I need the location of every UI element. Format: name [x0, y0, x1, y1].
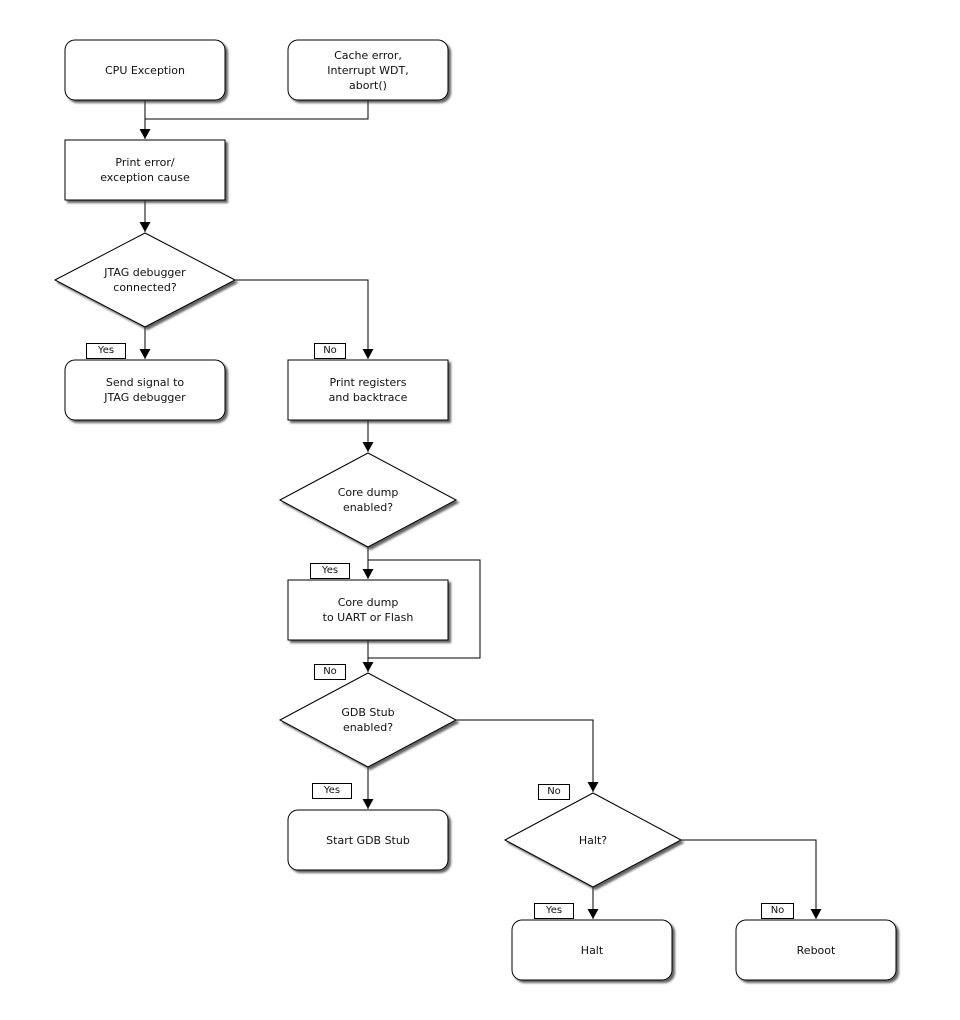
edge-label-gdb-stub-no: No: [538, 784, 570, 800]
node-cache-error-shape: [287, 39, 449, 101]
node-print-registers-shape: [287, 359, 449, 421]
edge-coredump-no-bypass: [368, 559, 481, 659]
node-core-dump-shape: [287, 579, 449, 641]
edge-gdb-no-to-halt-diamond: [456, 719, 599, 792]
edge-label-core-dump-yes: Yes: [310, 563, 350, 579]
edge-jtag-no-to-print-registers: [235, 279, 374, 359]
edge-label-jtag-no: No: [314, 343, 346, 359]
node-core-dump-enabled-diamond: [278, 452, 458, 548]
node-jtag-connected-diamond: [53, 232, 237, 328]
edge-label-halt-no: No: [761, 903, 794, 919]
edges: [139, 100, 822, 919]
node-reboot-shape: [735, 919, 897, 981]
edge-label-core-dump-no: No: [314, 664, 346, 680]
edge-label-jtag-yes: Yes: [86, 343, 126, 359]
edge-halt-no-to-reboot-box: [681, 839, 822, 919]
node-cpu-exception-shape: [64, 39, 226, 101]
edge-label-gdb-stub-yes: Yes: [312, 783, 352, 799]
edge-cache-error-to-junction: [145, 100, 369, 120]
node-halt-question-diamond: [503, 792, 683, 888]
node-send-signal-shape: [64, 359, 226, 421]
node-shapes: [53, 39, 897, 981]
edge-label-halt-yes: Yes: [534, 903, 574, 919]
node-gdb-stub-enabled-diamond: [278, 672, 458, 768]
node-halt-shape: [511, 919, 673, 981]
node-print-error-shape: [64, 139, 226, 201]
node-start-gdb-stub-shape: [287, 809, 449, 871]
